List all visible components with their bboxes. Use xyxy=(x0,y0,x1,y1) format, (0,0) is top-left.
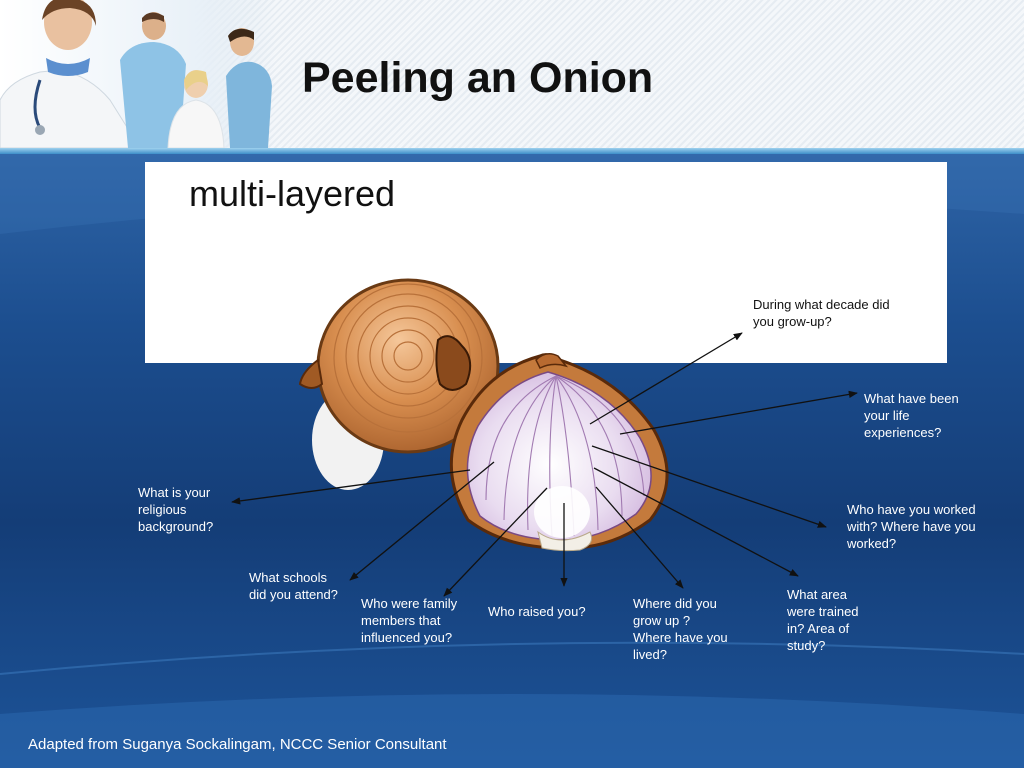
arrow-group xyxy=(231,332,858,597)
label-family: Who were family members that influenced … xyxy=(361,596,458,645)
label-worked-with: Who have you worked with? Where have you… xyxy=(847,502,976,551)
arrow-life-experiences xyxy=(619,390,858,435)
slide-title: Peeling an Onion xyxy=(302,54,654,102)
label-religious: What is your religious background? xyxy=(138,485,214,534)
label-grow-up: Where did you grow up ? Where have you l… xyxy=(633,596,728,662)
header-band: Peeling an Onion xyxy=(0,0,1024,148)
arrow-decade xyxy=(589,332,743,425)
arrow-religious xyxy=(231,469,471,505)
label-life-experiences: What have been your life experiences? xyxy=(864,391,959,440)
label-schools: What schools did you attend? xyxy=(249,570,338,602)
label-raised: Who raised you? xyxy=(488,604,586,619)
arrow-grow-up xyxy=(595,486,684,589)
arrow-area-trained xyxy=(593,467,799,577)
brown-onion-half xyxy=(298,278,500,490)
content-panel xyxy=(145,162,947,363)
slide-subtitle: multi-layered xyxy=(189,173,396,214)
medical-staff-photo-icon xyxy=(0,0,276,148)
header-accent-stripe xyxy=(0,148,1024,154)
arrow-family xyxy=(443,487,548,597)
arrow-schools xyxy=(349,461,495,581)
slide-footer: Adapted from Suganya Sockalingam, NCCC S… xyxy=(28,736,447,753)
label-decade: During what decade did you grow-up? xyxy=(753,297,890,329)
arrow-worked-with xyxy=(591,445,827,528)
label-area-trained: What area were trained in? Area of study… xyxy=(787,587,859,653)
